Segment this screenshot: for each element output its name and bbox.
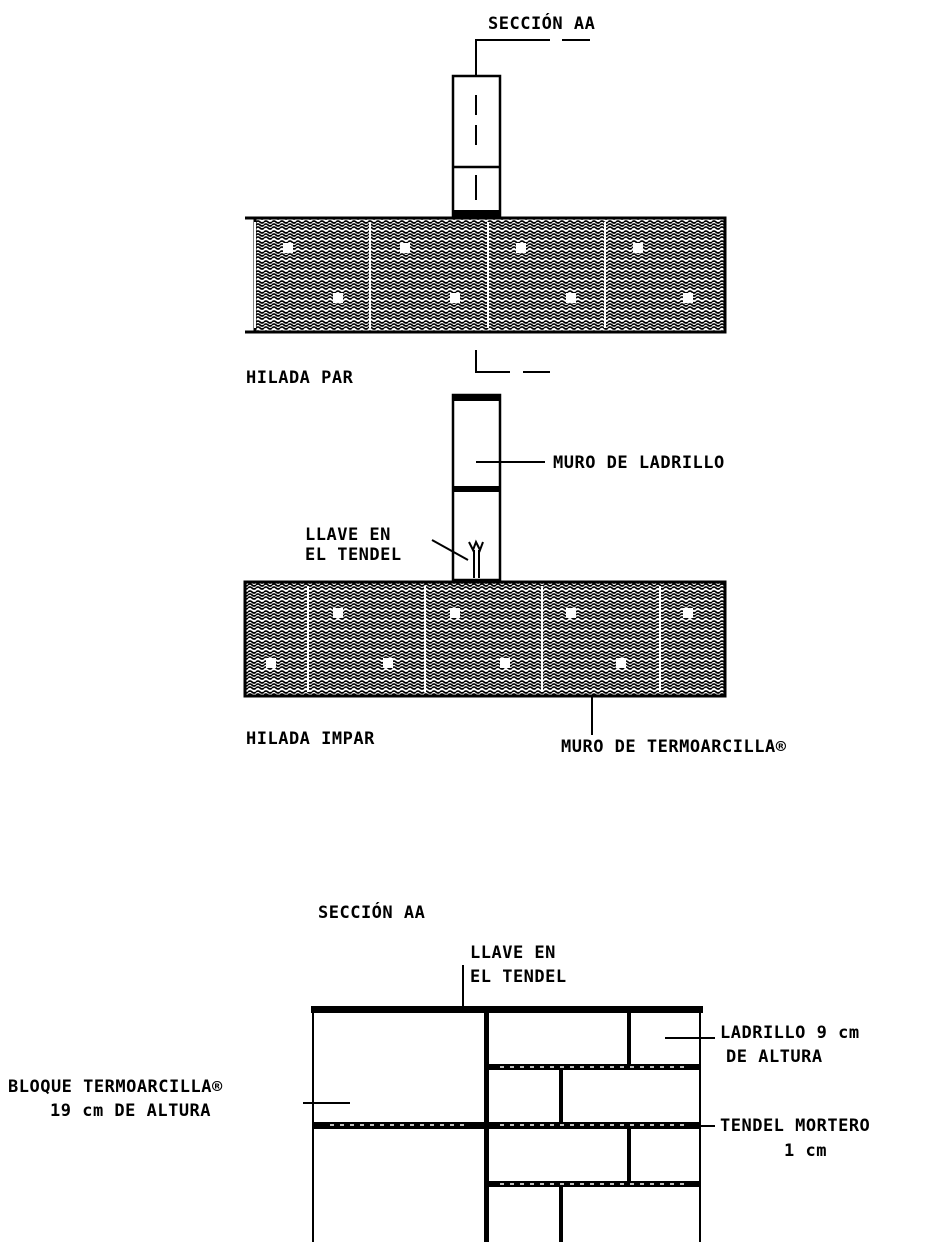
section-aa-marker-top [475,39,590,373]
llave-tendel-label-2: EL TENDEL [305,545,402,565]
brick-wall-plan-par [451,74,502,218]
muro-ladrillo-label: MURO DE LADRILLO [553,453,725,473]
section-aa-title-top: SECCIÓN AA [488,12,595,34]
ladrillo-label-2: DE ALTURA [726,1047,823,1067]
tendel-label-1: TENDEL MORTERO [720,1116,870,1136]
section-elevation [311,1006,703,1242]
brick-wall-plan-impar [431,393,545,582]
llave-tendel-b-label-1: LLAVE EN [470,943,556,963]
llave-tendel-b-label-2: EL TENDEL [470,967,567,987]
tendel-label-2: 1 cm [784,1141,827,1161]
muro-termoarcilla-label: MURO DE TERMOARCILLA® [561,737,787,757]
bloque-label-2: 19 cm DE ALTURA [50,1101,211,1121]
llave-tendel-label-1: LLAVE EN [305,525,391,545]
termoarcilla-wall-plan-impar [243,580,727,735]
hilada-impar-label: HILADA IMPAR [246,729,375,749]
section-aa-title-bottom: SECCIÓN AA [318,901,425,923]
termoarcilla-wall-plan-par [245,216,727,334]
hilada-par-label: HILADA PAR [246,368,354,388]
ladrillo-label-1: LADRILLO 9 cm [720,1023,860,1043]
bloque-label-1: BLOQUE TERMOARCILLA® [8,1077,223,1097]
